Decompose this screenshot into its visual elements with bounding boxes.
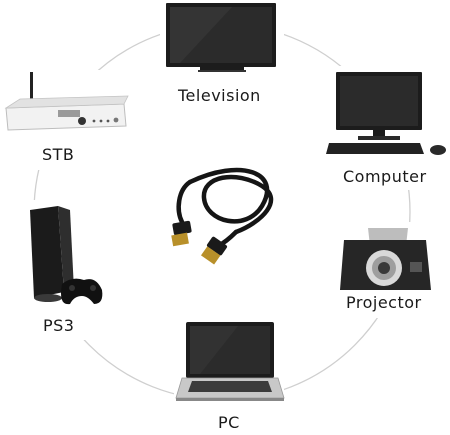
set-top-box-icon (4, 72, 129, 131)
desktop-computer-icon (326, 72, 446, 155)
ps3-label: PS3 (43, 316, 75, 335)
game-console-icon (30, 206, 103, 305)
hdmi-cable-icon (171, 167, 274, 265)
computer-label: Computer (343, 167, 427, 186)
television-label: Television (178, 86, 261, 105)
projector-label: Projector (346, 293, 422, 312)
pc-label: PC (218, 413, 240, 432)
stb-label: STB (42, 145, 75, 164)
laptop-icon (175, 322, 285, 401)
television-icon (166, 3, 276, 72)
projector-icon (340, 228, 431, 290)
